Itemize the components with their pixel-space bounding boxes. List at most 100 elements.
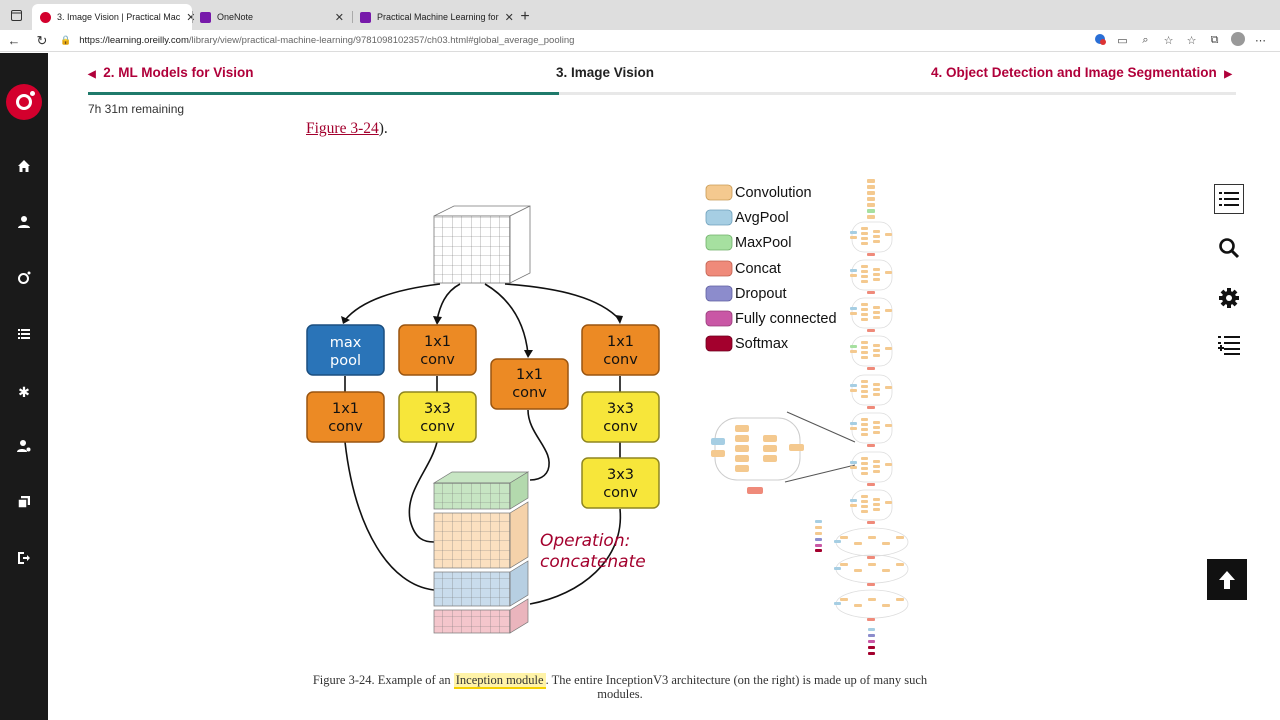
copy-icon[interactable] [0, 495, 48, 513]
favorite-star-icon[interactable]: ☆ [1163, 35, 1174, 47]
profile-icon[interactable] [0, 215, 48, 233]
sign-out-icon[interactable] [0, 551, 48, 569]
arch-layer-block [861, 390, 868, 393]
arch-layer-block [868, 646, 875, 649]
arch-layer-block [834, 602, 841, 605]
conv-size-label: 3x3 [607, 401, 634, 417]
arch-layer-block [861, 472, 868, 475]
arch-layer-block [873, 508, 880, 511]
add-to-playlist-button[interactable] [1214, 330, 1244, 360]
reading-progress-fill [88, 92, 559, 95]
collections-icon[interactable]: ⧉ [1210, 34, 1219, 46]
arch-layer-block [850, 345, 857, 348]
table-of-contents-button[interactable] [1214, 184, 1244, 214]
arch-layer-block [854, 604, 862, 607]
arch-layer-block [873, 268, 880, 271]
arch-layer-block [885, 501, 892, 504]
user-settings-icon[interactable] [0, 439, 48, 457]
arch-layer-block [873, 460, 880, 463]
settings-button[interactable] [1214, 283, 1244, 313]
figure-reference-link[interactable]: Figure 3-24 [306, 120, 379, 137]
arch-layer-block [867, 483, 875, 486]
current-chapter-title: 3. Image Vision [556, 65, 655, 80]
favorites-list-icon[interactable]: ☆ [1186, 35, 1197, 47]
arch-module-outline [835, 589, 909, 619]
home-icon[interactable] [0, 159, 48, 177]
branch4-conv3x3-box-b: 3x3 conv [581, 457, 660, 509]
arch-layer-block [861, 380, 868, 383]
profile-avatar-icon[interactable] [1226, 32, 1249, 49]
arch-layer-block [896, 536, 904, 539]
branch3-conv1x1-box: 1x1 conv [490, 358, 569, 410]
arch-layer-block [861, 303, 868, 306]
arch-layer-block [834, 540, 841, 543]
arch-layer-block [861, 341, 868, 344]
tab-actions-icon[interactable] [0, 0, 32, 30]
arch-layer-block [873, 421, 880, 424]
arch-layer-block [885, 347, 892, 350]
onenote-favicon-icon [200, 11, 211, 23]
arch-layer-block [861, 232, 868, 235]
scroll-to-top-button[interactable] [1207, 559, 1247, 600]
arch-layer-block [873, 306, 880, 309]
arch-layer-block [834, 567, 841, 570]
reload-icon[interactable]: ↻ [36, 32, 48, 48]
explore-icon[interactable] [0, 271, 48, 289]
menu-icon [1219, 192, 1239, 206]
arch-layer-block [861, 351, 868, 354]
browser-tab-practical-ml[interactable]: Practical Machine Learning for ✕ [352, 4, 514, 30]
reader-view-icon[interactable]: ▭ [1117, 35, 1128, 47]
input-cube [433, 205, 531, 284]
branch2-conv3x3-box: 3x3 conv [398, 391, 477, 443]
conv-label: conv [328, 419, 363, 435]
time-remaining: 7h 31m remaining [88, 102, 185, 116]
arch-layer-block [873, 240, 880, 243]
browser-tab-image-vision[interactable]: 3. Image Vision | Practical Mac ✕ [32, 4, 196, 30]
arch-layer-block [868, 652, 875, 655]
close-icon[interactable]: ✕ [334, 11, 344, 24]
url-field[interactable]: 🔒 https://learning.oreilly.com/library/v… [56, 32, 1088, 50]
arch-layer-block [873, 383, 880, 386]
new-tab-icon[interactable]: + [520, 8, 530, 25]
conv-label: conv [603, 485, 638, 501]
branch1-conv1x1-box: 1x1 conv [306, 391, 385, 443]
arch-layer-block [861, 495, 868, 498]
arch-layer-block [850, 466, 857, 469]
settings-gear-icon[interactable]: ✱ [18, 384, 30, 400]
browser-tab-onenote[interactable]: OneNote ✕ [192, 4, 352, 30]
arch-module-outline [851, 335, 893, 367]
arch-layer-block [861, 346, 868, 349]
concatenated-output-stack [432, 471, 530, 634]
search-button[interactable] [1214, 233, 1244, 263]
previous-chapter-link[interactable]: ◀ 2. ML Models for Vision [88, 65, 254, 80]
arch-layer-block [867, 406, 875, 409]
arch-layer-block [882, 604, 890, 607]
playlists-icon[interactable] [0, 327, 48, 345]
close-icon[interactable]: ✕ [186, 11, 196, 24]
arch-layer-block [850, 269, 857, 272]
conv-size-label: 1x1 [516, 367, 543, 383]
arch-layer-block [861, 395, 868, 398]
next-chapter-link[interactable]: 4. Object Detection and Image Segmentati… [931, 65, 1232, 80]
arch-layer-block [867, 618, 875, 621]
arch-layer-block [861, 308, 868, 311]
caption-highlight: Inception module [453, 673, 546, 689]
arch-layer-block [861, 237, 868, 240]
arch-layer-block [868, 628, 875, 631]
arch-layer-block [873, 426, 880, 429]
arch-layer-block [850, 389, 857, 392]
back-arrow-icon[interactable]: ← [7, 33, 21, 48]
arch-layer-block [896, 563, 904, 566]
arch-layer-block [861, 428, 868, 431]
more-menu-icon[interactable]: ⋯ [1255, 35, 1266, 47]
extension-icon[interactable] [1088, 33, 1111, 48]
zoom-icon[interactable]: ⌕ [1142, 34, 1149, 46]
oreilly-logo-icon[interactable] [6, 84, 42, 120]
oreilly-favicon-icon [40, 11, 51, 23]
inception-module-figure: max pool 1x1 conv 1x1 conv 3x3 conv 1x1 … [306, 179, 909, 655]
close-icon[interactable]: ✕ [504, 11, 514, 24]
legend-item-fully-connected: Fully connected [705, 310, 837, 327]
branch4-conv3x3-box-a: 3x3 conv [581, 391, 660, 443]
arch-layer-block [885, 271, 892, 274]
arch-layer-block [850, 312, 857, 315]
